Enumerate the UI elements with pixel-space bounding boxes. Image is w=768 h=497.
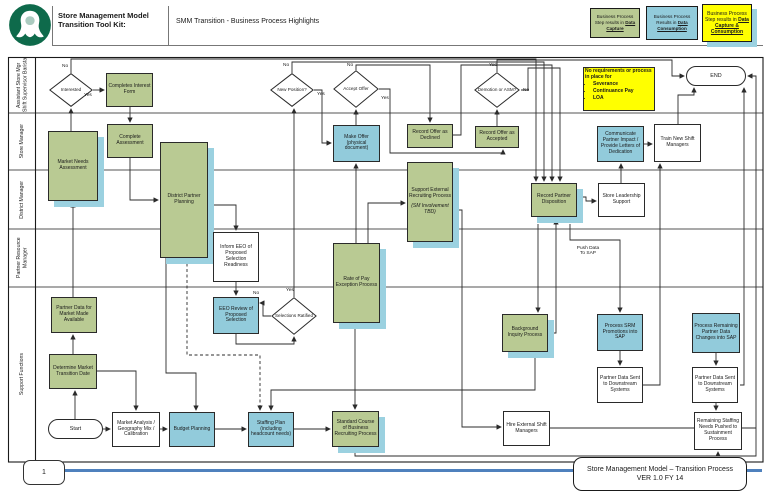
node-record-offer-accepted: Record Offer as Accepted <box>475 126 519 148</box>
lane-district-manager: District Manager <box>18 180 25 219</box>
node-process-remaining-partner-data: Process Remaining Partner Data Changes i… <box>692 313 740 353</box>
page-number-badge: 1 <box>23 460 65 485</box>
edge-label-push-data-to-sap: Push Data To SAP <box>576 246 600 257</box>
legend-capture-and-consumption: Business Process Step results in Data Ca… <box>702 4 752 42</box>
lane-assistant-store-mgr: Assistant Store Mgr Shift Supervisor Bar… <box>15 57 29 113</box>
node-remaining-staffing-needs: Remaining Staffing Needs Pushed to Susta… <box>694 412 742 450</box>
lane-store-manager: Store Manager <box>18 124 25 159</box>
node-support-external-recruiting: Support External Recruiting Process (SM … <box>407 162 453 242</box>
decision-new-position: New Position? <box>270 73 314 107</box>
node-train-new-shift-managers: Train New Shift Managers <box>654 124 701 162</box>
header-divider-bottom <box>52 45 763 46</box>
node-inform-eeo: Inform EEO of Proposed Selection Readine… <box>213 232 259 282</box>
lane-support-functions: Support Functions <box>18 353 25 396</box>
note-no-requirements: No requirements or process in place for … <box>583 67 655 111</box>
node-staffing-plan: Staffing Plan (including headcount needs… <box>248 412 294 447</box>
lane-partner-resource-manager: Partner Resource Manager <box>15 237 29 279</box>
node-record-partner-disposition: Record Partner Disposition <box>531 183 577 217</box>
node-district-partner-planning: District Partner Planning <box>160 142 208 258</box>
edge-label-interested-yes: Yes <box>84 93 92 98</box>
decision-selections-ratified: Selections Ratified <box>271 297 317 335</box>
node-market-needs-assessment: Market Needs Assessment <box>48 131 98 201</box>
header-divider-mid <box>168 6 169 45</box>
terminator-end: END <box>686 66 746 86</box>
node-market-analysis: Market Analysis / Geography Mix / Calibr… <box>112 412 160 447</box>
terminator-start: Start <box>48 419 103 439</box>
edge-label-demotion-no: No <box>523 88 530 93</box>
starbucks-logo <box>8 3 52 47</box>
node-completes-interest-form: Completes Interest Form <box>106 73 153 107</box>
edge-label-selections-no: No <box>253 291 260 296</box>
doc-subtitle: SMM Transition - Business Process Highli… <box>176 18 320 25</box>
node-standard-course-recruiting: Standard Course of Business Recruiting P… <box>332 411 379 447</box>
edge-label-interested-no: No <box>62 64 69 69</box>
edge-label-selections-yes: Yes <box>286 288 294 293</box>
node-process-srm-promotions: Process SRM Promotions into SAP <box>597 314 643 351</box>
node-complete-assessment: Complete Assessment <box>107 124 153 158</box>
header-divider-left <box>52 6 53 45</box>
doc-title: Store Management Model Transition Tool K… <box>58 11 149 30</box>
edge-label-accept-offer-yes: Yes <box>381 96 389 101</box>
edge-label-demotion-yes: Yes <box>489 63 497 68</box>
node-partner-data-for-market: Partner Data for Market Made Available <box>51 297 97 333</box>
decision-accept-offer: Accept Offer <box>333 70 379 108</box>
node-partner-data-sent-2: Partner Data Sent to Downstream Systems <box>692 367 738 403</box>
footer-accent-line <box>30 469 762 472</box>
edge-label-new-position-no: No <box>283 63 290 68</box>
node-determine-market-transition-date: Determine Market Transition Date <box>49 354 97 389</box>
node-communicate-partner-impact: Communicate Partner Impact / Provide Let… <box>597 126 644 162</box>
edge-label-accept-offer-no: No <box>347 63 354 68</box>
node-budget-planning: Budget Planning <box>169 412 215 447</box>
edge-label-new-position-yes: Yes <box>317 92 325 97</box>
node-partner-data-sent-1: Partner Data Sent to Downstream Systems <box>597 367 643 403</box>
node-record-offer-declined: Record Offer as Declined <box>407 124 453 148</box>
legend-data-consumption: Business Process Results in Data Consump… <box>646 6 698 40</box>
node-store-leadership-support: Store Leadership Support <box>598 183 645 217</box>
node-make-offer: Make Offer (physical document) <box>333 125 380 162</box>
legend-data-capture: Business Process Step results in Data Ca… <box>590 8 640 38</box>
decision-demotion-or-asm: Demotion or ASM? <box>474 72 520 108</box>
decision-interested: Interested <box>49 73 93 107</box>
node-hire-external-shift-managers: Hire External Shift Managers <box>503 411 550 446</box>
node-rate-of-pay-exception: Rate of Pay Exception Process <box>333 243 380 323</box>
node-eeo-review: EEO Review of Proposed Selection <box>213 297 259 334</box>
footer-title-box: Store Management Model – Transition Proc… <box>573 457 747 491</box>
node-background-inquiry: Background Inquiry Process <box>502 314 548 352</box>
